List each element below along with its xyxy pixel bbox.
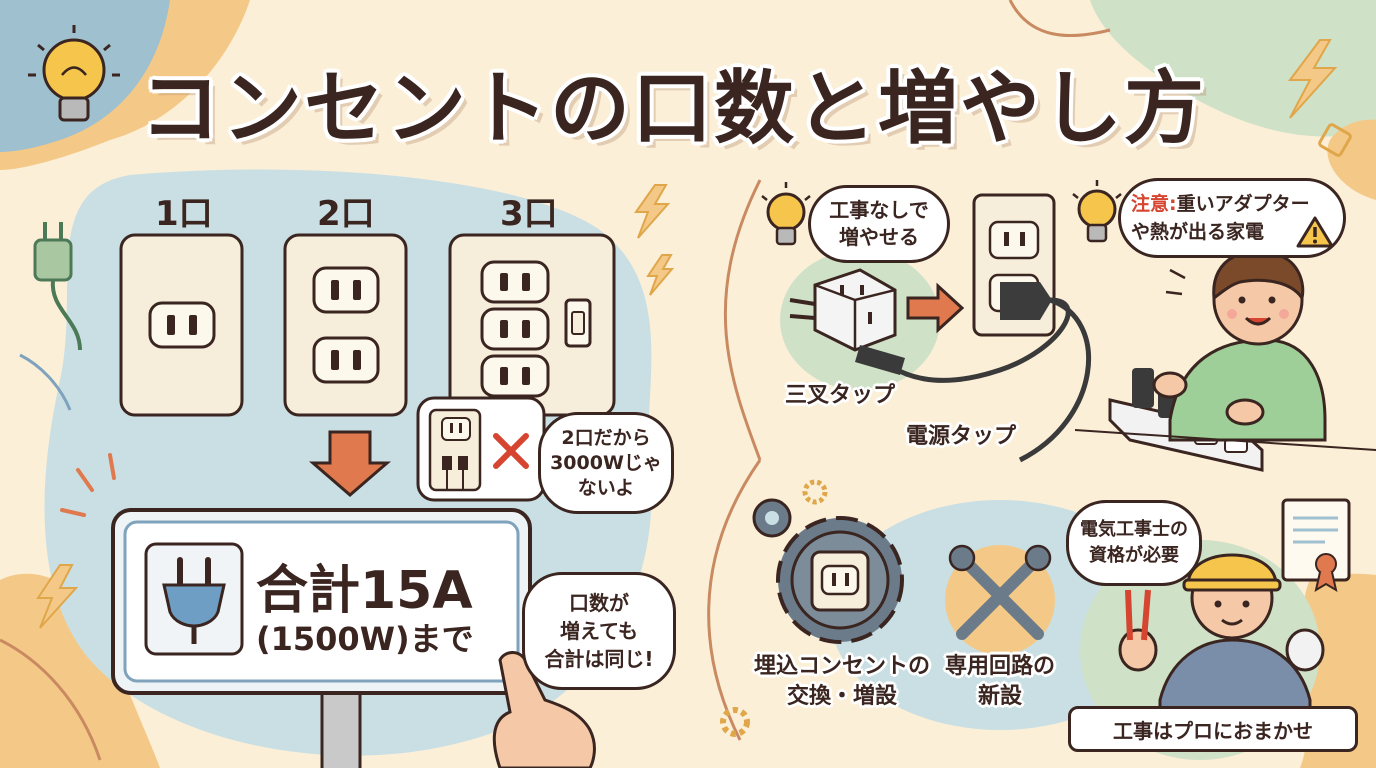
- plug-icon: [144, 542, 244, 656]
- lightning-icon-mid: [634, 184, 671, 239]
- bubble-same-total-line2: 増えても: [560, 619, 638, 643]
- decor-curve-top: [1008, 0, 1111, 38]
- bubble-same-total: 口数が 増えても 合計は同じ!: [522, 572, 676, 690]
- gear-icon-tiny-bottom: [720, 707, 750, 737]
- certificate-icon: [1281, 498, 1351, 593]
- electrician-illustration: [1118, 553, 1325, 712]
- bubble-same-total-line3: 合計は同じ!: [544, 647, 654, 671]
- plug-head: [855, 345, 905, 375]
- warning-icon: [1296, 216, 1334, 248]
- down-arrow-icon: [308, 430, 392, 497]
- corner-blob-bottom-left: [0, 573, 160, 768]
- outlet-plate-3-port: [448, 233, 616, 417]
- wall-outlet-right-icon: [972, 193, 1056, 337]
- lightbulb-icon-no-work: [761, 182, 811, 246]
- leave-to-pro-text: 工事はプロにおまかせ: [1113, 718, 1313, 743]
- bubble-not-3000w-line1: 2口だから: [561, 426, 651, 449]
- outlet-label-1: 1口: [155, 194, 213, 234]
- outlet-plate-1-port: [119, 233, 244, 417]
- gear-icon-tiny-top: [802, 479, 828, 505]
- label-dedicated-line1: 専用回路の: [944, 654, 1055, 679]
- no-double-outlet-illustration: [416, 396, 546, 502]
- caution-line1: 重いアダプター: [1176, 193, 1310, 215]
- label-replace-line2: 交換・増設: [786, 684, 897, 709]
- label-power-strip: 電源タップ: [906, 424, 1017, 449]
- lightning-icon-bottom-left: [36, 564, 79, 629]
- label-replace-line1: 埋込コンセントの: [753, 654, 930, 679]
- gear-outlet-icon: [776, 516, 904, 644]
- lightning-icon-mid-small: [646, 254, 675, 296]
- person-illustration: [1152, 250, 1327, 442]
- total-sign-watts: (1500W)まで: [256, 620, 474, 658]
- total-sign-amps: 合計15A: [256, 561, 473, 621]
- outlet-plate-2-port: [283, 233, 408, 417]
- caution-line2: や熱が出る家電: [1131, 221, 1265, 243]
- page-title: コンセントの口数と増やし方: [140, 62, 1206, 155]
- divider-curve-bottom: [707, 459, 762, 741]
- wrench-icon: [948, 544, 1052, 640]
- bubble-same-total-line1: 口数が: [569, 591, 629, 615]
- desk-line: [1074, 429, 1376, 451]
- bubble-no-work-line1: 工事なしで: [829, 198, 929, 222]
- right-arrow-icon: [906, 282, 965, 334]
- cord-2: [1018, 297, 1092, 463]
- sign-post: [320, 688, 362, 768]
- divider-curve-top: [723, 179, 762, 461]
- triple-tap-adapter-icon: [789, 268, 897, 352]
- gear-icon-small: [752, 498, 792, 538]
- corner-blob-right: [1327, 119, 1376, 200]
- bubble-not-3000w-line2: 3000Wじゃ: [550, 451, 662, 474]
- burst-lines-icon: [60, 453, 116, 517]
- pointing-hand-icon: [492, 651, 596, 768]
- caution-prefix: 注意:: [1131, 193, 1177, 215]
- outlet-label-3: 3口: [500, 194, 558, 234]
- bubble-not-3000w: 2口だから 3000Wじゃ ないよ: [538, 412, 674, 514]
- lightning-icon-top-right: [1288, 39, 1338, 119]
- label-replace-outlet: 埋込コンセントの 交換・増設: [752, 652, 932, 712]
- leave-to-pro-banner: 工事はプロにおまかせ: [1068, 706, 1358, 752]
- bubble-not-3000w-line3: ないよ: [577, 476, 635, 499]
- lightbulb-icon-title: [28, 25, 120, 122]
- label-triple-tap: 三叉タップ: [785, 383, 896, 408]
- label-dedicated-line2: 新設: [977, 684, 1022, 709]
- label-dedicated-circuit: 専用回路の 新設: [935, 652, 1065, 712]
- bubble-no-work: 工事なしで 増やせる: [808, 185, 950, 263]
- outlet-label-2: 2口: [317, 194, 375, 234]
- license-line1: 電気工事士の: [1080, 519, 1188, 540]
- plug-doodle-icon: [19, 222, 82, 411]
- lightbulb-icon-caution: [1072, 180, 1122, 243]
- license-line2: 資格が必要: [1089, 545, 1179, 566]
- bubble-no-work-line2: 増やせる: [839, 225, 919, 249]
- decor-curve-bottom-left: [0, 638, 102, 761]
- bubble-license: 電気工事士の 資格が必要: [1066, 500, 1202, 586]
- square-decor-icon: [1318, 123, 1352, 157]
